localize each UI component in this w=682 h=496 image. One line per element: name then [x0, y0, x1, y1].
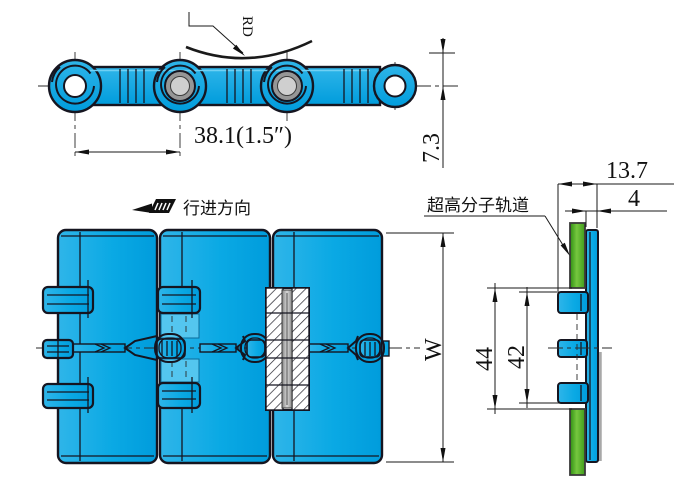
sprocket-arc-callout: RD: [185, 12, 313, 60]
edge-nub: [381, 340, 390, 357]
section-tab-mid: [557, 339, 588, 358]
section-tab-bottom: [557, 382, 589, 404]
travel-direction-callout: 行进方向: [132, 199, 251, 218]
plate-thickness-dimension: 4: [565, 186, 667, 227]
knuckle-tabs: [41, 280, 390, 413]
hatch-left: [265, 287, 284, 411]
rail-inner-span-dimension: 42: [504, 287, 561, 408]
wishbone-3: [346, 333, 385, 363]
hatch-right: [291, 287, 310, 411]
pitch-dimension: 38.1(1.5″): [75, 123, 292, 155]
overall-offset-text: 13.7: [606, 158, 648, 184]
pin-2: [164, 70, 196, 102]
knuckle-arcs: [51, 64, 307, 105]
link-stripes: [119, 69, 369, 103]
empty-pin-hole: [63, 74, 87, 98]
rail-label-text: 超高分子轨道: [427, 196, 529, 215]
rail-label-callout: 超高分子轨道: [424, 196, 570, 256]
section-tabs: [557, 291, 589, 404]
chain-side-body: [47, 58, 418, 114]
pin-3: [271, 70, 303, 102]
tab-p2-top: [156, 285, 202, 315]
side-view: RD 38.1(1.5″) 7.3: [38, 12, 462, 168]
eye-hole: [383, 74, 407, 98]
height-dimension-text: 7.3: [419, 133, 445, 163]
width-dimension-text: W: [421, 338, 447, 361]
radius-label: RD: [239, 16, 255, 37]
rail-outer-span-text: 44: [472, 347, 498, 371]
height-dimension: 7.3: [419, 38, 455, 168]
wishbone-connectors: [123, 333, 385, 363]
rail-leader-arrowhead: [560, 242, 570, 256]
pin-cross-section: [265, 287, 310, 411]
plan-view: W 行进方向: [36, 199, 454, 465]
tab-p1-top: [41, 285, 95, 315]
leader-arrowhead: [232, 44, 245, 56]
plate-thickness-text: 4: [628, 186, 640, 212]
width-dimension: W: [386, 232, 454, 463]
travel-direction-icon: [132, 199, 176, 213]
tab-p2-bottom: [156, 381, 202, 410]
wishbone-1: [123, 333, 186, 363]
travel-direction-label: 行进方向: [183, 199, 251, 218]
overall-offset-dimension: 13.7: [557, 158, 674, 296]
rail-outer-span-dimension: 44: [472, 283, 572, 414]
tab-p3-mid: [246, 339, 266, 358]
tab-p1-bottom: [41, 382, 95, 410]
uhmw-rail-bottom: [569, 408, 586, 476]
section-tab-top: [557, 291, 589, 314]
uhmw-rail-top: [569, 222, 586, 289]
pitch-dimension-text: 38.1(1.5″): [194, 123, 292, 149]
section-view: 13.7 4 44 42 超: [424, 158, 674, 476]
sprocket-arc: [185, 39, 313, 60]
rail-inner-span-text: 42: [504, 345, 530, 369]
